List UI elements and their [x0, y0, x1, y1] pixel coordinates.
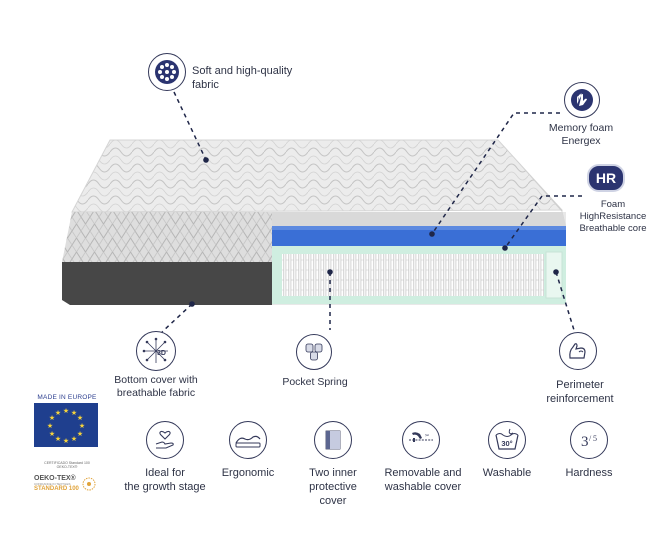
- bottom-label-line2: breathable fabric: [116, 387, 196, 399]
- hr-label-line3: Breathable core: [579, 223, 647, 234]
- cert-line2: OEKO-TEX®: [56, 465, 78, 469]
- memory-foam-icon: [564, 82, 600, 118]
- made-in-europe-badge: MADE IN EUROPE ★★★ ★★★ ★★★ ★★★ CERTIFICA…: [34, 394, 100, 492]
- svg-text:★: ★: [71, 409, 77, 417]
- feature-ergonomic-label: Ergonomic: [221, 467, 275, 479]
- 3d-icon-text: 3D: [157, 350, 166, 357]
- memory-label-line2: Energex: [561, 135, 601, 147]
- feature-hardness-label: Hardness: [565, 467, 613, 479]
- bottom-cover-label: Bottom cover with breathable fabric: [106, 374, 206, 400]
- inner-cover-icon: [314, 421, 352, 459]
- svg-text:★: ★: [71, 435, 77, 443]
- svg-text:✂: ✂: [425, 433, 429, 439]
- hr-badge: HR: [587, 164, 625, 192]
- removable-cover-icon: ✂: [402, 421, 440, 459]
- feature-inner-line3: cover: [319, 495, 347, 507]
- svg-text:★: ★: [63, 407, 69, 415]
- oeko-tex-seal-icon: [82, 477, 96, 490]
- svg-text:★: ★: [77, 430, 83, 438]
- fabric-label-line2: fabric: [192, 79, 219, 91]
- feature-removable-label: Removable and washable cover: [371, 466, 475, 494]
- hr-label-line2: HighResistance: [579, 211, 647, 222]
- feature-growth-line2: the growth stage: [124, 481, 206, 493]
- perimeter-label-line1: Perimeter: [556, 379, 604, 391]
- bottom-cover-3d-icon: 3D: [136, 331, 176, 371]
- hr-label-line1: Foam: [600, 199, 626, 210]
- feature-growth-line1: Ideal for: [145, 467, 185, 479]
- washable-temp: 30°: [501, 439, 512, 448]
- fabric-label-line1: Soft and high-quality: [192, 65, 293, 77]
- oeko-tex-logo-text: OEKO-TEX®: [34, 475, 76, 482]
- hardness-icon: 3 / 5: [570, 421, 608, 459]
- ergonomic-icon: [229, 421, 267, 459]
- pocket-spring-icon: [296, 334, 332, 370]
- hr-badge-text: HR: [595, 170, 617, 186]
- memory-label-line1: Memory foam: [548, 122, 614, 134]
- svg-text:★: ★: [55, 409, 61, 417]
- hardness-value: 3: [581, 434, 589, 450]
- svg-text:★: ★: [79, 422, 85, 430]
- feature-inner-cover-label: Two inner protective cover: [283, 466, 383, 508]
- cert-line1: CERTIFICADO Standard 100: [44, 461, 90, 465]
- svg-text:★: ★: [77, 414, 83, 422]
- washable-icon: 30°: [488, 421, 526, 459]
- feature-washable-label: Washable: [482, 467, 532, 479]
- eu-flag: ★★★ ★★★ ★★★ ★★★: [34, 403, 98, 447]
- made-in-europe-text: MADE IN EUROPE: [37, 394, 97, 401]
- oeko-tex-subtitle: CONFIANCE IN TEXTILES: [34, 482, 71, 486]
- perimeter-label: Perimeter reinforcement: [535, 378, 625, 406]
- perimeter-reinforcement-icon: [559, 332, 597, 370]
- feature-inner-line2: protective: [309, 481, 357, 493]
- svg-text:★: ★: [47, 422, 53, 430]
- feature-growth-label: Ideal for the growth stage: [115, 466, 215, 494]
- fabric-label: Soft and high-quality fabric: [192, 64, 322, 92]
- hr-foam-label: Foam HighResistance Breathable core: [576, 199, 650, 235]
- oeko-tex-standard: STANDARD 100: [34, 486, 79, 492]
- svg-text:★: ★: [55, 435, 61, 443]
- fabric-icon: [148, 53, 186, 91]
- growth-stage-icon: [146, 421, 184, 459]
- bottom-label-line1: Bottom cover with: [114, 374, 198, 386]
- feature-removable-line1: Removable and: [384, 467, 462, 479]
- svg-text:/: /: [589, 434, 592, 443]
- feature-removable-line2: washable cover: [384, 481, 462, 493]
- perimeter-label-line2: reinforcement: [546, 393, 614, 405]
- svg-text:★: ★: [49, 414, 55, 422]
- hardness-scale: 5: [593, 434, 597, 443]
- svg-text:★: ★: [49, 430, 55, 438]
- feature-inner-line1: Two inner: [309, 467, 357, 479]
- svg-text:★: ★: [63, 437, 69, 445]
- pocket-spring-label: Pocket Spring: [282, 376, 348, 388]
- memory-foam-label: Memory foam Energex: [536, 122, 626, 148]
